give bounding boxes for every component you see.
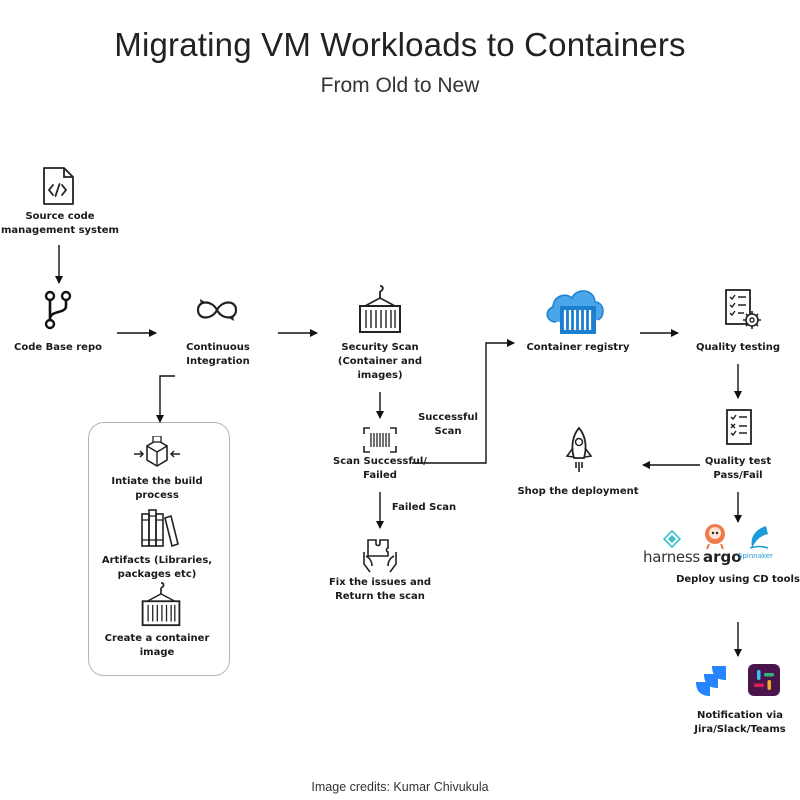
node-continuous-integration: Continuous Integration: [186, 342, 250, 367]
panel-step-artifacts: Artifacts (Libraries, packages etc): [101, 555, 213, 580]
node-container-registry: Container registry: [526, 342, 630, 353]
spinnaker-logo-icon: [749, 526, 769, 549]
spinnaker-wordmark: Spinnaker: [738, 552, 773, 560]
checklist-gear-icon: [725, 289, 761, 329]
books-icon: [141, 509, 179, 548]
node-quality-testing: Quality testing: [695, 342, 780, 353]
arrow-scan-to-registry: [412, 339, 515, 464]
node-source-code-management: Source code management system: [1, 211, 119, 236]
panel-step-container-image: Create a container image: [104, 633, 210, 658]
node-fix-issues: Fix the issues and Return the scan: [328, 577, 432, 602]
node-code-base-repo: Code Base repo: [14, 342, 102, 353]
argo-logo-icon: [705, 524, 725, 550]
node-deploy-cd-tools: Deploy using CD tools: [676, 574, 800, 585]
node-scan-result: Scan Successful/ Failed: [333, 456, 427, 481]
edge-label-failed-scan: Failed Scan: [391, 502, 457, 513]
arrow-ci-to-build: [156, 375, 175, 423]
checklist-icon: [726, 409, 752, 445]
node-security-scan: Security Scan (Container and images): [337, 342, 423, 381]
cloud-registry-icon: [546, 290, 604, 334]
image-credit: Image credits: Kumar Chivukula: [311, 780, 489, 794]
node-ship-deployment: Shop the deployment: [517, 486, 639, 497]
cube-build-icon: [134, 436, 180, 467]
barcode-scan-icon: [363, 427, 397, 453]
panel-step-build: Intiate the build process: [111, 476, 203, 501]
container-crane-icon: [359, 285, 401, 333]
infinity-loop-icon: [196, 299, 238, 321]
git-branch-icon: [44, 290, 72, 330]
jira-icon: [696, 666, 726, 696]
edge-label-successful-scan: Successful Scan: [418, 412, 478, 437]
node-quality-test-pass-fail: Quality test Pass/Fail: [704, 456, 772, 481]
diagram-title: Migrating VM Workloads to Containers: [114, 26, 686, 63]
harness-wordmark: harness: [643, 548, 700, 566]
argo-wordmark: argo: [703, 548, 742, 566]
rocket-icon: [565, 426, 593, 472]
puzzle-hands-icon: [363, 539, 397, 573]
container-image-icon: [141, 582, 181, 627]
harness-logo-icon: [663, 530, 681, 548]
diagram-subtitle: From Old to New: [320, 74, 480, 97]
node-notification: Notification via Jira/Slack/Teams: [694, 710, 786, 735]
code-file-icon: [43, 167, 74, 205]
slack-icon: [748, 664, 780, 696]
